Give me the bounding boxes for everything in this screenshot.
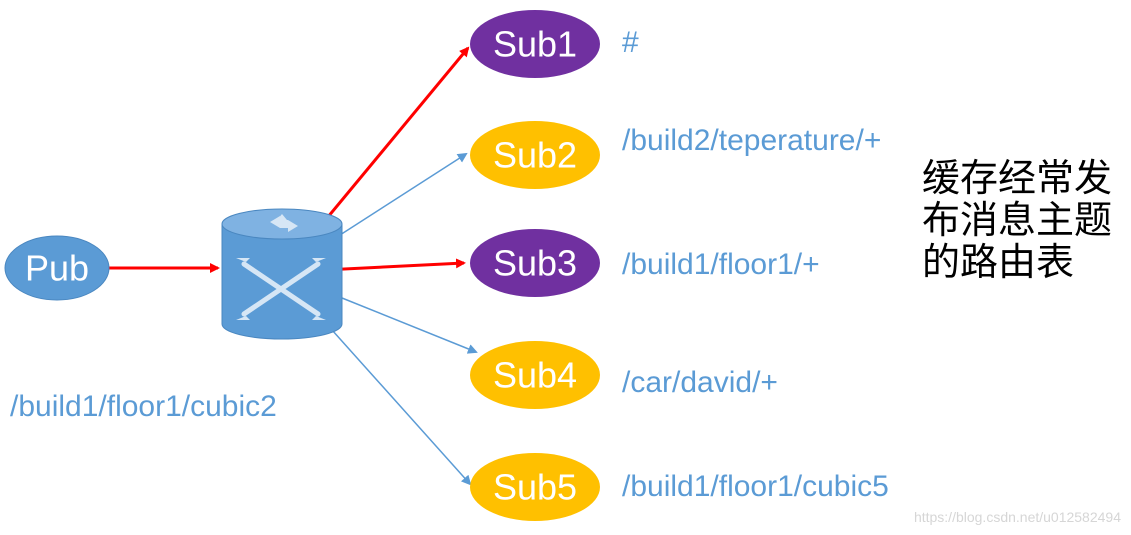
sub5-node: Sub5 — [470, 453, 600, 521]
sub1-label: Sub1 — [493, 24, 577, 65]
sub4-node: Sub4 — [470, 341, 600, 409]
router-icon — [221, 208, 343, 340]
sub3-topic-label: /build1/floor1/+ — [622, 248, 820, 281]
sub2-topic-label: /build2/teperature/+ — [622, 124, 882, 157]
pub-node: Pub — [4, 235, 110, 301]
edge-router-sub5 — [331, 329, 472, 486]
sub4-topic-label: /car/david/+ — [622, 366, 778, 399]
note-line-1: 缓存经常发 — [922, 156, 1113, 200]
edge-router-sub4 — [341, 297, 478, 354]
pub-label: Pub — [25, 248, 89, 289]
note-line-3: 的路由表 — [922, 240, 1075, 284]
edge-router-sub2 — [339, 152, 468, 236]
note-line-2: 布消息主题 — [922, 198, 1113, 242]
sub4-label: Sub4 — [493, 355, 577, 396]
routing-table-note: 缓存经常发 布消息主题 的路由表 — [922, 157, 1127, 283]
sub1-topic-label: # — [622, 26, 639, 59]
watermark: https://blog.csdn.net/u012582494 — [913, 509, 1121, 525]
sub1-node: Sub1 — [470, 10, 600, 78]
sub5-topic-label: /build1/floor1/cubic5 — [622, 470, 889, 503]
sub3-label: Sub3 — [493, 243, 577, 284]
sub2-label: Sub2 — [493, 135, 577, 176]
pub-topic-label: /build1/floor1/cubic2 — [10, 390, 277, 423]
sub2-node: Sub2 — [470, 121, 600, 189]
sub5-label: Sub5 — [493, 467, 577, 508]
sub3-node: Sub3 — [470, 229, 600, 297]
